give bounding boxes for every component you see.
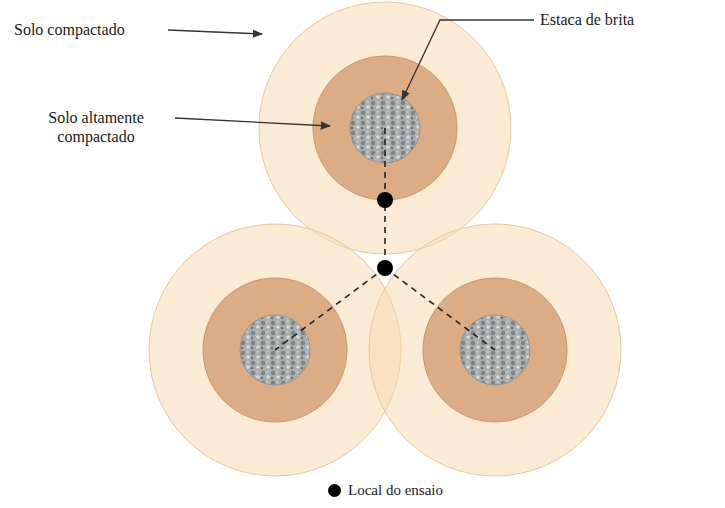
highly-compacted-soil-rings [203,56,567,422]
legend-swatch [328,484,341,497]
part-label: Solo altamente compactado [26,108,166,146]
compacted-soil-rings [149,2,621,476]
part-label: Estaca de brita [540,10,710,29]
gravel-columns [240,93,530,385]
legend-text: Local do ensaio [348,482,443,499]
legend-row: Local do ensaio [328,482,443,499]
test-points [377,192,393,276]
part-label: Solo compactado [14,20,164,39]
leader-arrows [168,20,534,126]
test-lines [275,128,495,350]
